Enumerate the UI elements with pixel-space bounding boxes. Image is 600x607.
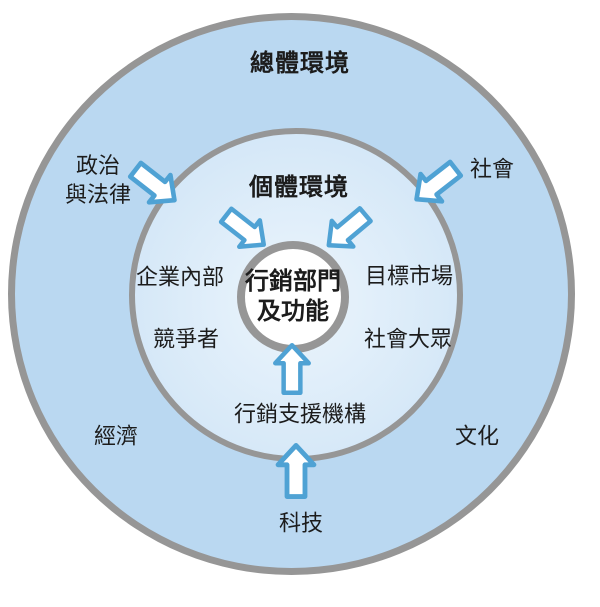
label-economy: 經濟 — [93, 424, 139, 450]
arrow-target-market-inward-icon — [313, 197, 380, 262]
label-technology: 科技 — [278, 511, 324, 537]
label-competitors: 競爭者 — [152, 327, 220, 353]
arrow-technology-inward-icon — [275, 442, 317, 500]
label-politics-law: 政治 與法律 — [65, 152, 131, 210]
label-culture: 文化 — [454, 424, 500, 450]
label-politics-law-line1: 政治 — [75, 153, 121, 179]
center-label-line2: 及功能 — [257, 297, 329, 325]
center-label-line1: 行銷部門 — [245, 267, 341, 295]
center-label: 行銷部門 及功能 — [245, 266, 341, 326]
arrow-support-inward-icon — [271, 342, 313, 396]
arrow-politics-law-inward-icon — [121, 152, 190, 218]
label-target-market: 目標市場 — [364, 264, 454, 290]
macro-environment-title: 總體環境 — [250, 49, 350, 78]
micro-environment-title: 個體環境 — [249, 173, 349, 202]
label-company-internal: 企業內部 — [135, 265, 225, 291]
label-marketing-support: 行銷支援機構 — [233, 402, 367, 428]
label-society: 社會 — [469, 157, 515, 183]
label-general-public: 社會大眾 — [363, 327, 453, 353]
label-politics-law-line2: 與法律 — [64, 183, 132, 208]
arrow-internal-inward-icon — [211, 198, 278, 263]
arrow-society-inward-icon — [402, 151, 471, 217]
